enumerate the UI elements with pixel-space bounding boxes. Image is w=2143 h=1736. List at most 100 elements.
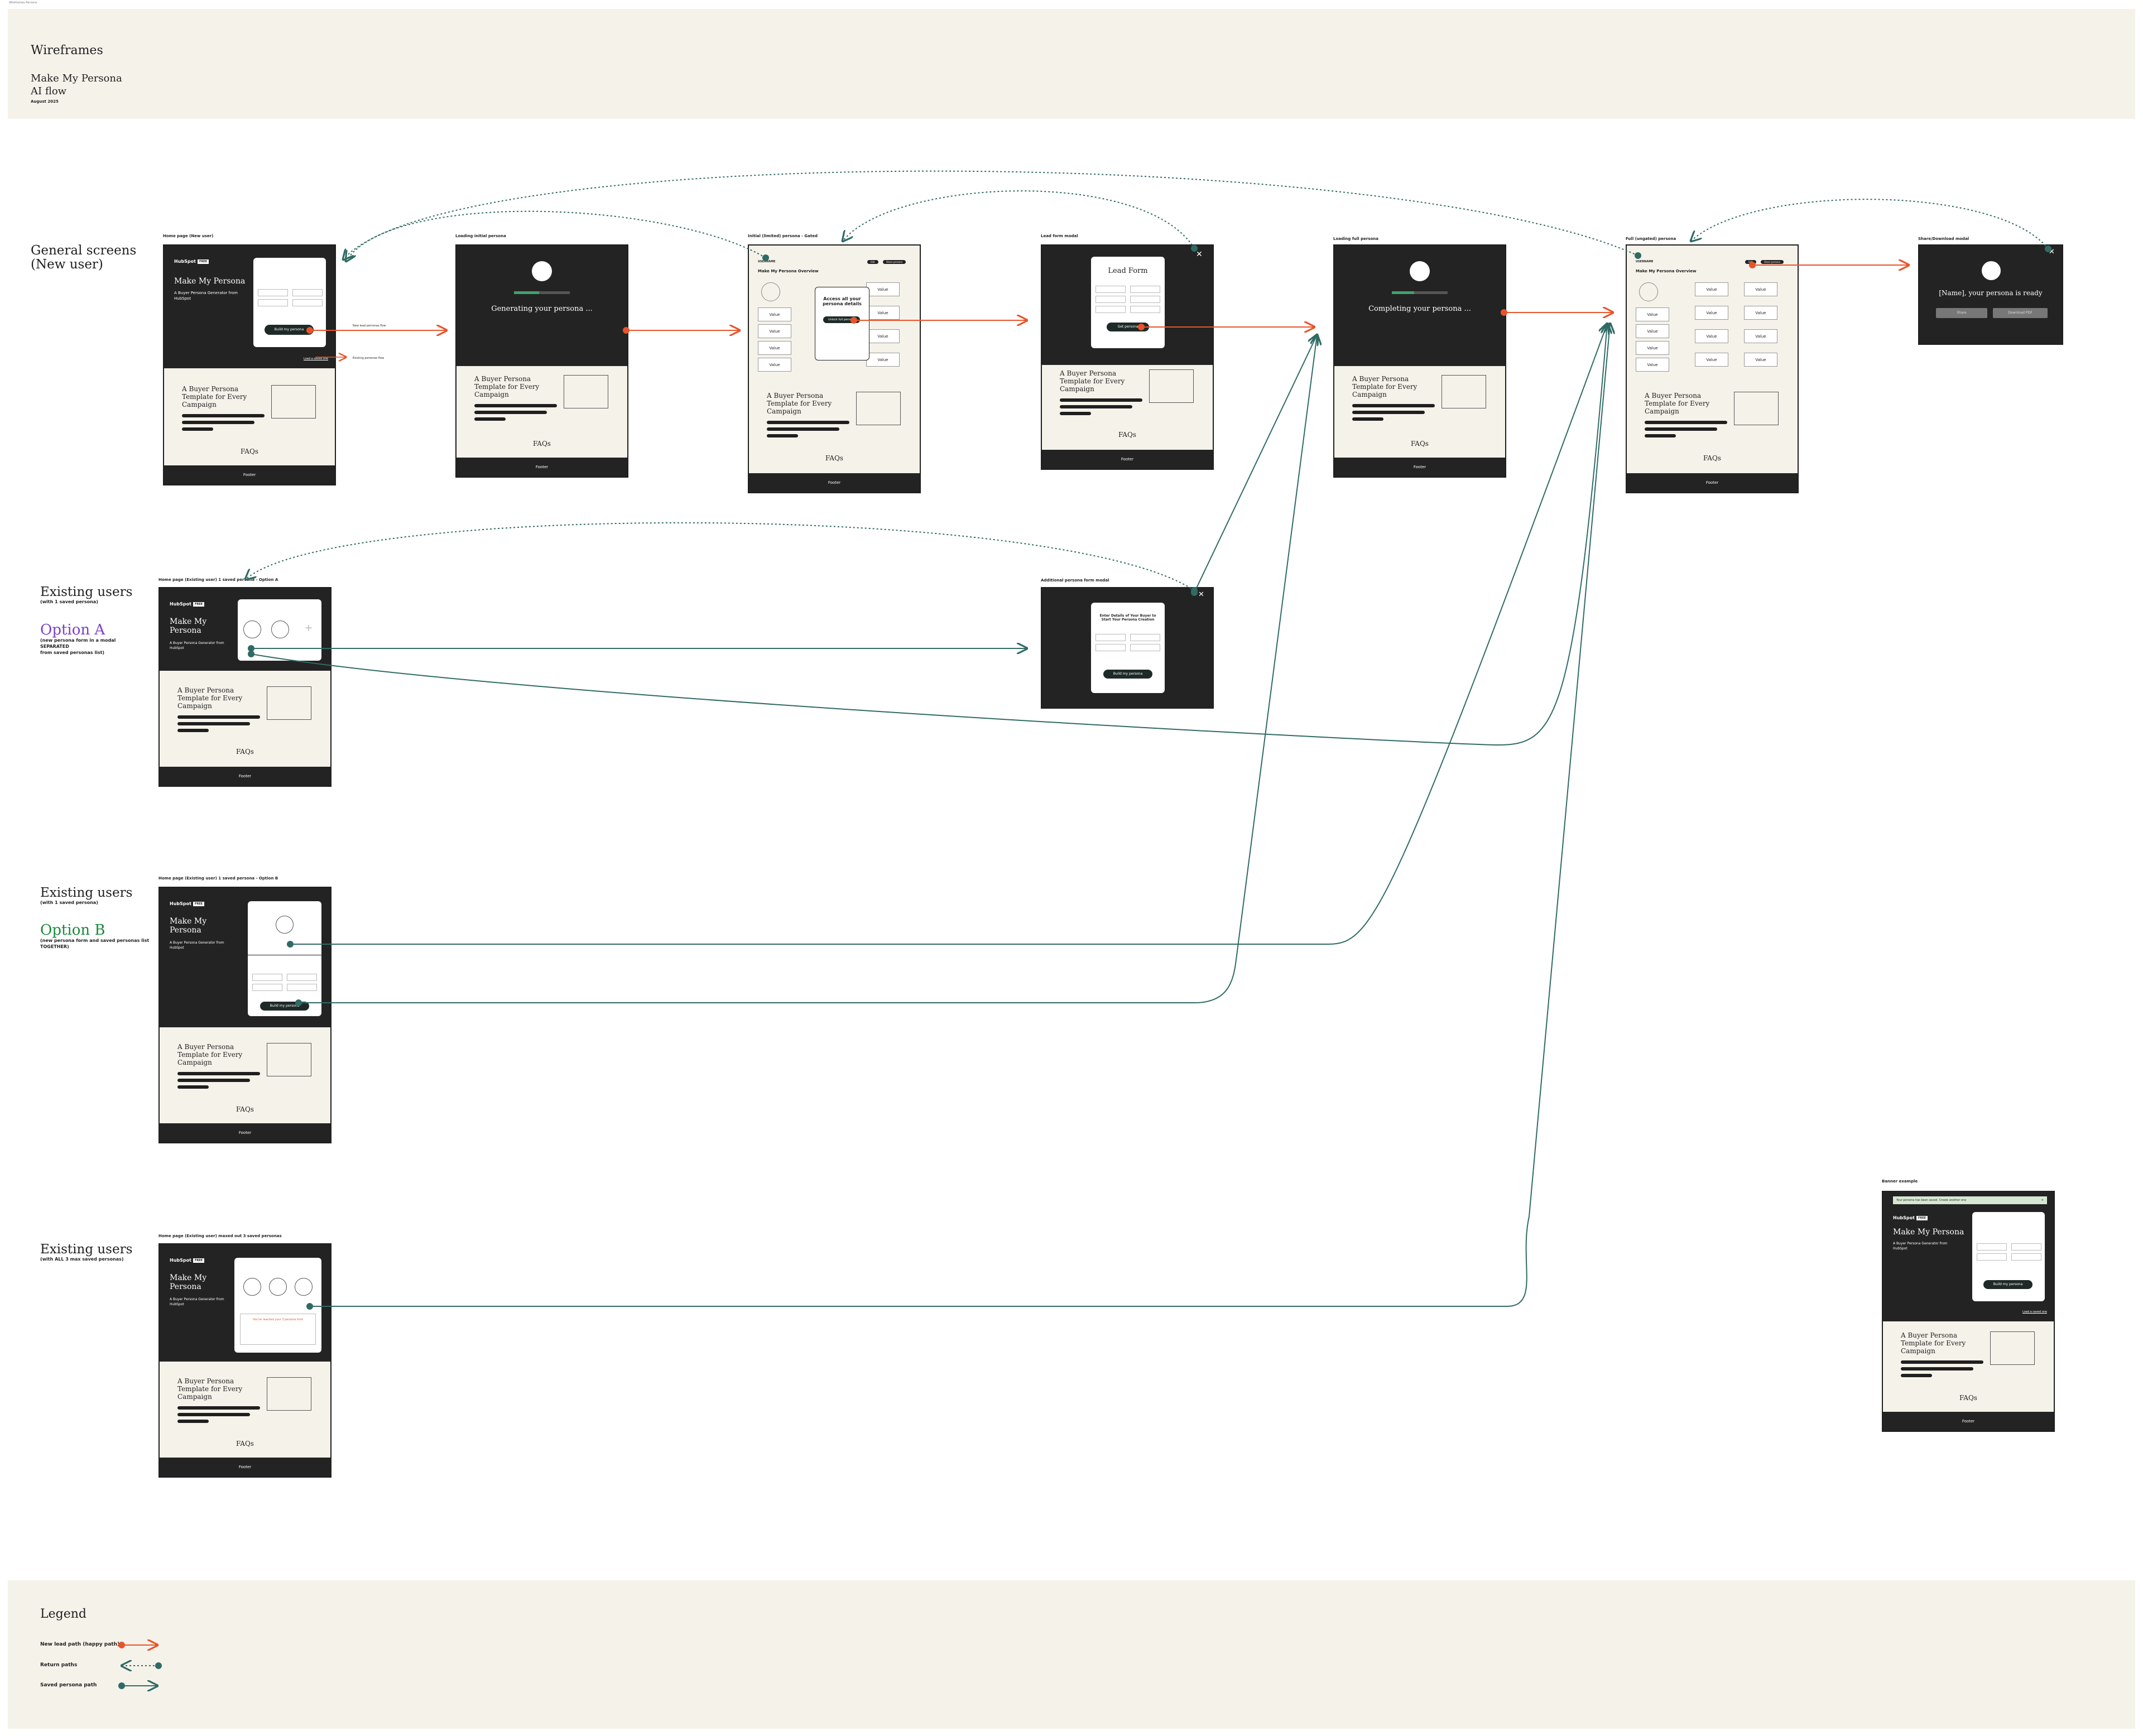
faqs-heading: FAQs <box>1959 1394 1977 1402</box>
field-2[interactable] <box>2011 1243 2041 1251</box>
app-title: Make My Persona <box>1893 1228 1964 1237</box>
field-6[interactable] <box>1130 306 1160 313</box>
value-box: Value <box>1636 324 1669 338</box>
header-date: August 2025 <box>31 99 59 104</box>
text-bar <box>177 1420 209 1423</box>
persona-ready-text: [Name], your persona is ready <box>1939 289 2043 297</box>
top-label: Wireframes Persona <box>9 1 37 4</box>
value-box: Value <box>1636 307 1669 321</box>
text-bar <box>1901 1367 1973 1370</box>
header-project: Make My Persona <box>31 73 122 84</box>
text-bar <box>177 1085 209 1089</box>
value-box: Value <box>1744 329 1777 343</box>
avatar-icon <box>532 261 552 281</box>
value-box: Value <box>1636 358 1669 372</box>
text-bar <box>177 1079 250 1082</box>
overview-title: Make My Persona Overview <box>1636 269 1697 273</box>
completing-text: Completing your persona ... <box>1368 305 1471 313</box>
field-4[interactable] <box>1130 296 1160 303</box>
field-3[interactable] <box>258 299 288 306</box>
close-icon[interactable]: ✕ <box>2041 1199 2044 1202</box>
row-option-b-label: Existing users (with 1 saved persona) <box>40 886 133 906</box>
return-path-2 <box>843 190 1194 248</box>
frame-label-home-existing-b: Home page (Existing user) 1 saved person… <box>158 876 278 881</box>
text-bar <box>1645 434 1676 437</box>
frame-label-full-persona: Full (ungated) persona <box>1626 237 1676 241</box>
field-3[interactable] <box>1977 1253 2007 1261</box>
return-path-1 <box>346 210 766 261</box>
faqs-heading: FAQs <box>236 748 254 756</box>
return-paths <box>246 170 2048 590</box>
faqs-heading: FAQs <box>236 1105 254 1113</box>
share-button[interactable]: Share <box>1936 308 1987 318</box>
text-bar <box>1645 427 1717 431</box>
return-path-3 <box>343 170 1638 259</box>
legend-title: Legend <box>40 1607 87 1621</box>
close-icon[interactable]: ✕ <box>2049 248 2055 256</box>
text-bar <box>177 715 260 719</box>
tagline: A Buyer Persona Generator from HubSpot <box>170 641 224 650</box>
field-1[interactable] <box>258 289 288 296</box>
tagline: A Buyer Persona Generator from HubSpot <box>170 1297 224 1306</box>
build-persona-button[interactable]: Build my persona <box>1983 1280 2033 1289</box>
return-path-5 <box>246 522 1194 590</box>
option-b-desc: (new persona form and saved personas lis… <box>40 938 150 949</box>
saved-path-4 <box>290 324 1607 944</box>
screen-share-modal: ✕ [Name], your persona is ready Share Do… <box>1918 244 2063 345</box>
value-box: Value <box>1695 329 1728 343</box>
image-placeholder <box>267 1377 311 1411</box>
frame-label-home-existing-a: Home page (Existing user) 1 saved person… <box>158 578 278 582</box>
load-saved-link[interactable]: Load a saved one <box>2022 1310 2048 1314</box>
field-4[interactable] <box>292 299 323 306</box>
header-band <box>8 9 2135 119</box>
value-box: Value <box>1695 306 1728 320</box>
field-5[interactable] <box>1095 306 1126 313</box>
field-1[interactable] <box>1977 1243 2007 1251</box>
value-box: Value <box>1695 353 1728 367</box>
saved-path-3 <box>1194 335 1317 593</box>
field-3[interactable] <box>252 984 282 991</box>
app-title: Make My Persona <box>174 277 246 286</box>
footer: Footer <box>160 1123 330 1142</box>
text-bar <box>1645 421 1727 424</box>
field-4[interactable] <box>2011 1253 2041 1261</box>
tagline: A Buyer Persona Generator from HubSpot <box>1893 1242 1948 1251</box>
frame-label-loading-full: Loading full persona <box>1333 237 1378 241</box>
form-card: Enter Details of Your Buyer to Start You… <box>1972 1212 2045 1301</box>
return-path-4 <box>1691 199 2048 249</box>
persona-avatar-icon[interactable] <box>269 1278 287 1296</box>
field-2[interactable] <box>1130 286 1160 293</box>
username: USERNAME <box>1636 260 1654 263</box>
field-2[interactable] <box>292 289 323 296</box>
text-bar <box>177 722 250 725</box>
field-1[interactable] <box>252 974 282 981</box>
text-bar <box>177 1413 250 1416</box>
header-title: Wireframes <box>31 44 103 57</box>
footer: Footer <box>160 1458 330 1477</box>
persona-avatar-icon[interactable] <box>243 1278 261 1296</box>
field-3[interactable] <box>1095 296 1126 303</box>
text-bar <box>177 1406 260 1410</box>
row-general-label: General screens(New user) <box>31 243 137 272</box>
share-persona-button[interactable]: Share persona <box>883 260 906 264</box>
option-a-title: Option A <box>40 622 105 638</box>
saved-path-5 <box>299 335 1317 1003</box>
max-notice-box: You've reached your 3 persona limit Upda… <box>240 1314 316 1345</box>
edit-button[interactable]: Edit <box>867 260 878 264</box>
frame-label-home-new: Home page (New user) <box>163 234 214 238</box>
row-option-a-label: Existing users (with 1 saved persona) <box>40 585 133 605</box>
field-1[interactable] <box>1095 286 1126 293</box>
saved-path-6 <box>310 324 1610 1306</box>
download-pdf-button[interactable]: Download PDF <box>1993 308 2048 318</box>
text-bar <box>177 1072 260 1075</box>
